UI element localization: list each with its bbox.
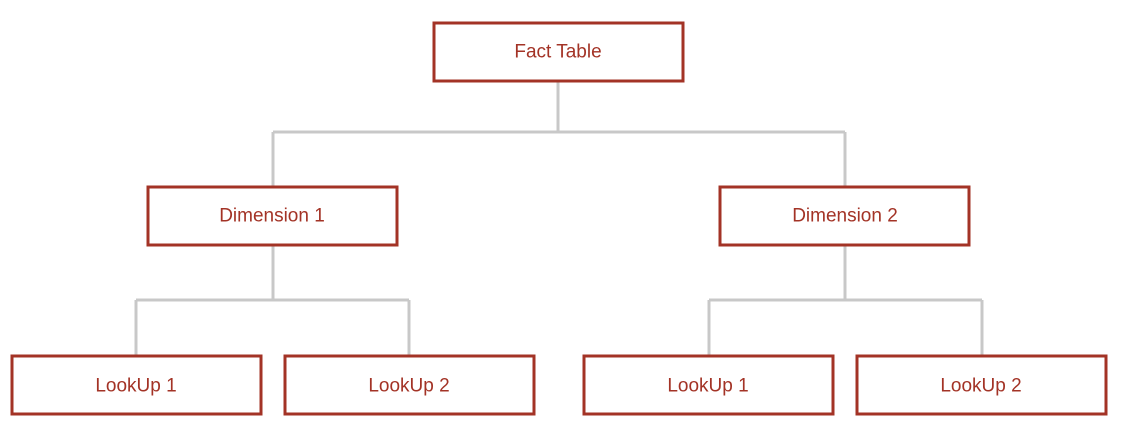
connector-fact-to-dimensions: [271, 82, 847, 187]
dimension-2-lookup-2-node: LookUp 2: [855, 354, 1108, 416]
connectors: [134, 82, 984, 356]
connector-dim1-to-lookups: [134, 245, 411, 356]
dimension-2-label: Dimension 2: [792, 206, 898, 227]
dimension-1-lookup-2-label: LookUp 2: [368, 376, 449, 397]
dimension-2-lookup-2-label: LookUp 2: [940, 376, 1021, 397]
fact-table-node: Fact Table: [432, 21, 685, 83]
dimension-2-lookup-1-node: LookUp 1: [582, 354, 835, 416]
dimension-1-lookup-2-node: LookUp 2: [283, 354, 536, 416]
dimension-1-label: Dimension 1: [219, 206, 325, 227]
dimension-2-lookup-1-label: LookUp 1: [667, 376, 748, 397]
connector-dim2-to-lookups: [707, 245, 984, 356]
dimension-1-lookup-1-label: LookUp 1: [95, 376, 176, 397]
dimension-1-node: Dimension 1: [146, 185, 399, 247]
dimension-1-lookup-1-node: LookUp 1: [10, 354, 263, 416]
fact-table-label: Fact Table: [514, 42, 601, 63]
dimension-2-node: Dimension 2: [718, 185, 971, 247]
